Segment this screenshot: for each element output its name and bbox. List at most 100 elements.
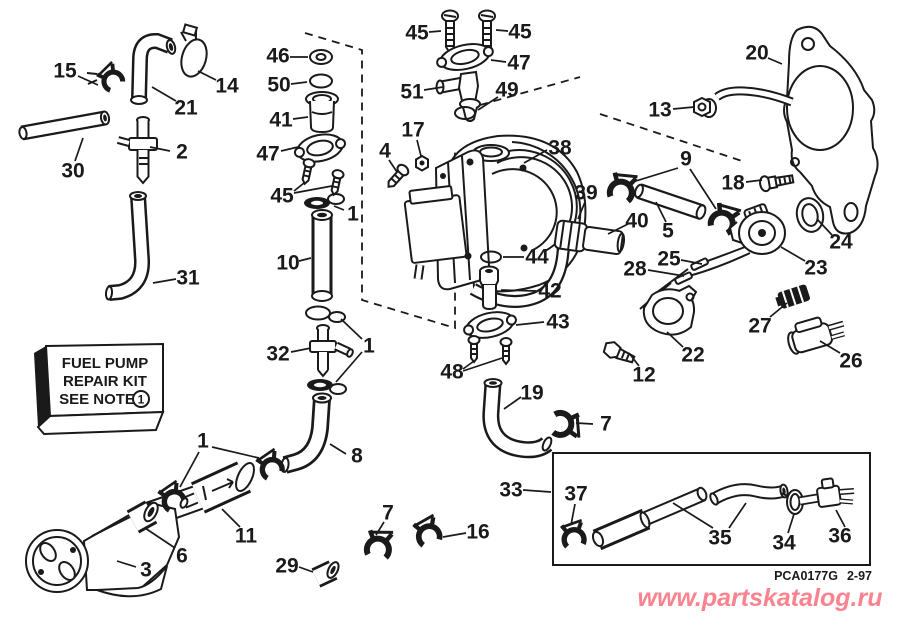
leader-line-33	[522, 489, 552, 493]
leader-line-41	[292, 116, 309, 120]
part-bushing-29	[311, 560, 340, 588]
part-oring-44	[480, 250, 502, 264]
part-hose-31	[104, 191, 151, 301]
leader-line-45	[293, 185, 333, 194]
callout-2: 2	[176, 141, 188, 164]
part-seal-24	[795, 197, 825, 233]
part-tube-5	[634, 183, 707, 220]
part-nut-17	[415, 154, 429, 172]
leader-line-48	[462, 357, 503, 372]
leader-line-43	[515, 321, 545, 326]
leader-line-47	[490, 59, 507, 63]
part-connector-27	[775, 284, 810, 309]
part-grommet-clamp-1b	[305, 305, 346, 323]
callout-28: 28	[623, 258, 647, 281]
part-filter-cup-41	[305, 91, 339, 134]
doc-code: PCA0177G	[774, 569, 838, 583]
leader-line-32	[290, 347, 312, 353]
part-hose-clamp-7a	[553, 411, 581, 437]
leader-line-1	[211, 446, 260, 459]
leader-line-45	[495, 29, 509, 32]
callout-14: 14	[215, 75, 239, 98]
doc-date: 2-97	[847, 569, 872, 583]
leader-line-16	[442, 532, 467, 538]
leader-line-27	[769, 302, 788, 318]
leader-line-19	[503, 396, 522, 410]
leader-line-20	[767, 57, 783, 65]
leader-line-9	[689, 168, 717, 210]
callout-34: 34	[772, 532, 796, 555]
leader-line-22	[666, 331, 684, 348]
leader-line-42	[500, 289, 537, 292]
leader-line-28	[647, 269, 685, 277]
part-nut-13	[693, 96, 711, 118]
leader-line-49	[477, 96, 499, 111]
callout-45: 45	[508, 21, 532, 44]
part-bushing-6	[126, 500, 159, 534]
part-grommet-clamp-1a	[304, 193, 345, 209]
leader-line-34	[787, 513, 795, 534]
part-hose-35b	[709, 483, 789, 506]
parts-artwork	[18, 9, 879, 598]
leader-line-7	[375, 521, 385, 536]
part-screws-45-left	[301, 158, 345, 197]
leader-line-21	[151, 86, 177, 102]
kit-box-line2: REPAIR KIT	[63, 373, 147, 390]
inset-box-33	[552, 452, 871, 566]
leader-line-38	[523, 149, 548, 164]
callout-36: 36	[828, 525, 851, 548]
callout-20: 20	[745, 42, 768, 65]
callout-22: 22	[681, 344, 704, 367]
callout-27: 27	[748, 315, 771, 338]
leader-line-8	[329, 443, 347, 455]
part-connector-40	[582, 225, 626, 256]
callout-39: 39	[574, 182, 597, 205]
callout-23: 23	[804, 257, 827, 280]
callout-11: 11	[235, 525, 258, 548]
part-gasket-47-top	[436, 43, 494, 71]
leader-line-51	[423, 86, 444, 91]
callout-24: 24	[829, 231, 853, 254]
part-tube-30	[18, 110, 111, 141]
part-sensor-23	[639, 203, 786, 310]
callout-4: 4	[379, 140, 391, 163]
leader-line-50	[290, 81, 308, 85]
leader-line-12	[628, 352, 640, 367]
part-tube-35a	[591, 486, 708, 551]
part-grommet-22	[642, 284, 698, 336]
callout-45: 45	[270, 185, 294, 208]
callout-37: 37	[564, 483, 587, 506]
callout-21: 21	[174, 97, 198, 120]
part-gasket-43	[463, 311, 517, 339]
part-grommet-clamp-1c	[307, 379, 347, 395]
leader-line-11	[221, 508, 241, 528]
part-hose-clamp-16	[412, 515, 442, 546]
callout-7: 7	[382, 502, 394, 525]
part-mount-gasket-20	[701, 25, 879, 235]
callout-48: 48	[440, 361, 464, 384]
callout-46: 46	[266, 45, 289, 68]
kit-box-note-number: 1	[138, 393, 145, 407]
leader-line-10	[298, 257, 312, 262]
callout-49: 49	[495, 79, 518, 102]
leader-line-1	[340, 318, 363, 340]
part-hose-clamp-1-right	[255, 449, 284, 479]
part-screws-48	[467, 335, 513, 366]
callout-1: 1	[363, 335, 375, 358]
callout-1: 1	[347, 203, 359, 226]
leader-line-48	[462, 360, 475, 370]
callout-44: 44	[525, 246, 549, 269]
part-hose-clamp-7b	[365, 528, 393, 558]
leader-line-24	[816, 218, 833, 236]
part-oring-49	[454, 106, 476, 120]
callout-30: 30	[61, 160, 84, 183]
leader-line-40	[607, 223, 629, 235]
callout-50: 50	[267, 74, 290, 97]
leader-line-18	[745, 179, 763, 183]
leader-line-36	[835, 509, 846, 528]
leader-line-39	[577, 201, 586, 220]
leader-line-4	[388, 159, 398, 173]
leader-line-35	[672, 502, 714, 529]
